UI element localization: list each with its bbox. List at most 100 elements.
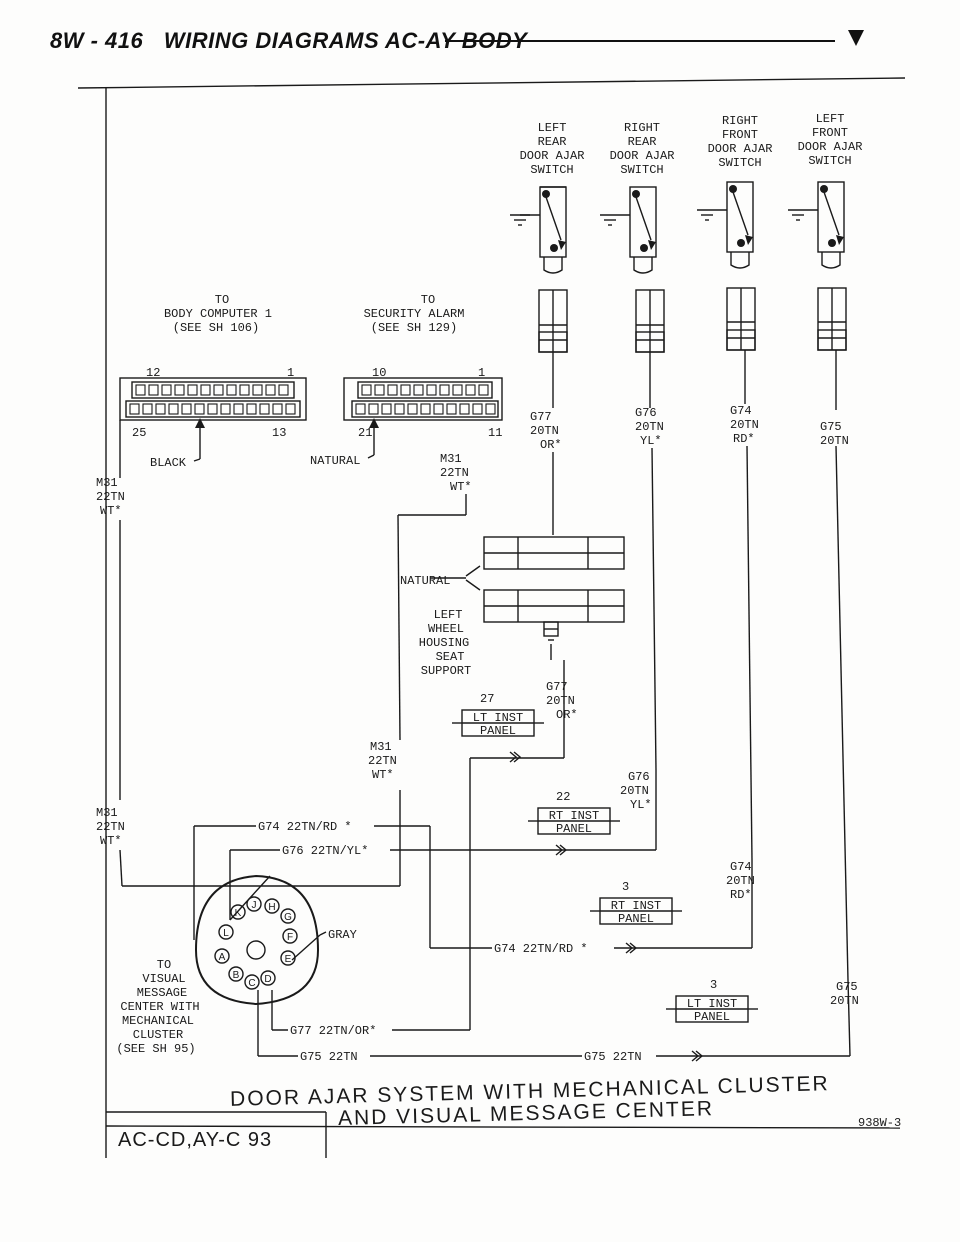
- harness-g74-label: G74 22TN/RD *: [258, 820, 352, 834]
- cluster-pin-label: B: [233, 970, 240, 981]
- body-computer-line2: BODY COMPUTER 1: [164, 307, 272, 321]
- security-alarm-line3: (SEE SH 129): [371, 321, 457, 335]
- cluster-pin-label: G: [284, 912, 292, 923]
- security-alarm-top-cavities-cavity: [439, 384, 450, 396]
- cluster-connector-color: GRAY: [328, 928, 357, 942]
- security-alarm-top-cavities-cavity: [478, 384, 489, 396]
- security-alarm-bottom-cavities-cavity: [446, 403, 457, 415]
- cluster-pin-ring: [218, 924, 234, 940]
- header-rule: [445, 40, 835, 42]
- switch-left-rear-line3: DOOR AJAR: [520, 149, 585, 163]
- splice-27-line1: LT INST: [473, 711, 523, 725]
- m31-mid-circuit: M31: [370, 740, 392, 754]
- security-alarm-line1: TO: [421, 293, 435, 307]
- cluster-pin-ring: [260, 970, 276, 986]
- g75-lower-circuit: G75: [836, 980, 858, 994]
- m31-low-circuit: M31: [96, 806, 118, 820]
- cluster-line4: CENTER WITH: [120, 1000, 199, 1014]
- body-computer-bottom-cavities-cavity: [207, 403, 218, 415]
- splice-22-number: 22: [556, 790, 570, 804]
- cluster-pin-ring: [230, 904, 246, 920]
- cluster-line2: VISUAL: [142, 972, 185, 986]
- housing-line2: WHEEL: [428, 622, 464, 636]
- switch-right-rear-line3: DOOR AJAR: [610, 149, 675, 163]
- security-alarm-bottom-cavities-cavity: [459, 403, 470, 415]
- body-computer-bottom-cavities-cavity: [259, 403, 270, 415]
- switch-right-rear: RIGHT REAR DOOR AJAR SWITCH: [600, 121, 674, 408]
- cluster-pin-label: L: [223, 928, 229, 939]
- m31-left-circuit: M31: [96, 476, 118, 490]
- harness-g76-label: G76 22TN/YL*: [282, 844, 368, 858]
- m31-low-gauge: 22TN: [96, 820, 125, 834]
- security-alarm-bottom-cavities: [355, 403, 496, 415]
- switch-left-front-line3: DOOR AJAR: [798, 140, 863, 154]
- g76-lower-color: YL*: [630, 798, 652, 812]
- cluster-line7: (SEE SH 95): [116, 1042, 195, 1056]
- switch-left-front-line1: LEFT: [816, 112, 845, 126]
- body-computer-top-cavities-cavity: [200, 384, 211, 396]
- security-alarm-bottom-cavities-cavity: [381, 403, 392, 415]
- body-computer-top-cavities-cavity: [148, 384, 159, 396]
- g76-gauge: 20TN: [635, 420, 664, 434]
- housing-line5: SUPPORT: [421, 664, 471, 678]
- cluster-pin-label: C: [248, 978, 255, 989]
- diagram-title: DOOR AJAR SYSTEM WITH MECHANICAL CLUSTER…: [230, 1072, 830, 1130]
- housing-line3: HOUSING: [419, 636, 469, 650]
- body-computer-connector-color: BLACK: [150, 456, 187, 470]
- g77-gauge: 20TN: [530, 424, 559, 438]
- body-computer-bottom-cavities-cavity: [285, 403, 296, 415]
- cluster-pin-label: A: [219, 952, 226, 963]
- security-alarm-top-cavities-cavity: [452, 384, 463, 396]
- security-alarm-pin-top-right: 1: [478, 366, 485, 380]
- g74-lower-color: RD*: [730, 888, 752, 902]
- cluster-pin-ring: [214, 948, 230, 964]
- g74-gauge: 20TN: [730, 418, 759, 432]
- g74-lower-circuit: G74: [730, 860, 752, 874]
- splice-27-number: 27: [480, 692, 494, 706]
- body-computer-top-cavities-cavity: [213, 384, 224, 396]
- cluster-pin-label: H: [268, 902, 275, 913]
- security-alarm-bottom-cavities-cavity: [420, 403, 431, 415]
- footer-code: 938W-3: [858, 1116, 901, 1130]
- g76-color: YL*: [640, 434, 662, 448]
- security-alarm-connector: TO SECURITY ALARM (SEE SH 129) 10 1 21 1…: [310, 293, 503, 468]
- splice-3b-line2: PANEL: [694, 1010, 730, 1024]
- body-computer-top-cavities-cavity: [174, 384, 185, 396]
- switch-right-front-line1: RIGHT: [722, 114, 758, 128]
- body-computer-pin-top-left: 12: [146, 366, 160, 380]
- body-computer-bottom-cavities-cavity: [142, 403, 153, 415]
- m31-mid-gauge: 22TN: [368, 754, 397, 768]
- body-computer-bottom-cavities-cavity: [272, 403, 283, 415]
- switch-left-rear-line1: LEFT: [538, 121, 567, 135]
- housing-labels: NATURAL LEFT WHEEL HOUSING SEAT SUPPORT: [400, 574, 471, 678]
- g77-lower-gauge: 20TN: [546, 694, 575, 708]
- splice-27-line2: PANEL: [480, 724, 516, 738]
- body-computer-line3: (SEE SH 106): [173, 321, 259, 335]
- body-computer-bottom-cavities-cavity: [129, 403, 140, 415]
- switch-right-rear-line4: SWITCH: [620, 163, 663, 177]
- switch-right-front: RIGHT FRONT DOOR AJAR SWITCH: [697, 114, 772, 404]
- security-alarm-top-cavities-cavity: [400, 384, 411, 396]
- splice-3a-number: 3: [622, 880, 629, 894]
- m31-left-gauge: 22TN: [96, 490, 125, 504]
- diagram-frame: [77, 77, 906, 1158]
- body-computer-top-cavities-cavity: [252, 384, 263, 396]
- m31-mid-color: WT*: [372, 768, 394, 782]
- security-alarm-bottom-cavities-cavity: [407, 403, 418, 415]
- m31-left-color: WT*: [100, 504, 122, 518]
- switch-left-front-line2: FRONT: [812, 126, 848, 140]
- splice-22-line1: RT INST: [549, 809, 599, 823]
- wiring: [119, 445, 851, 1062]
- body-computer-top-cavities-cavity: [187, 384, 198, 396]
- body-computer-top-cavities-cavity: [278, 384, 289, 396]
- security-alarm-top-cavities-cavity: [413, 384, 424, 396]
- switch-left-rear-line4: SWITCH: [530, 163, 573, 177]
- cluster-pin-ring: [264, 898, 280, 914]
- housing-line4: SEAT: [436, 650, 465, 664]
- wire-labels-top: G77 20TN OR* G76 20TN YL* G74 20TN RD* G…: [96, 404, 849, 518]
- cluster-pin-label: E: [285, 954, 292, 965]
- security-alarm-top-cavities-cavity: [387, 384, 398, 396]
- header-triangle-icon: [848, 30, 864, 46]
- housing-line1: LEFT: [434, 608, 463, 622]
